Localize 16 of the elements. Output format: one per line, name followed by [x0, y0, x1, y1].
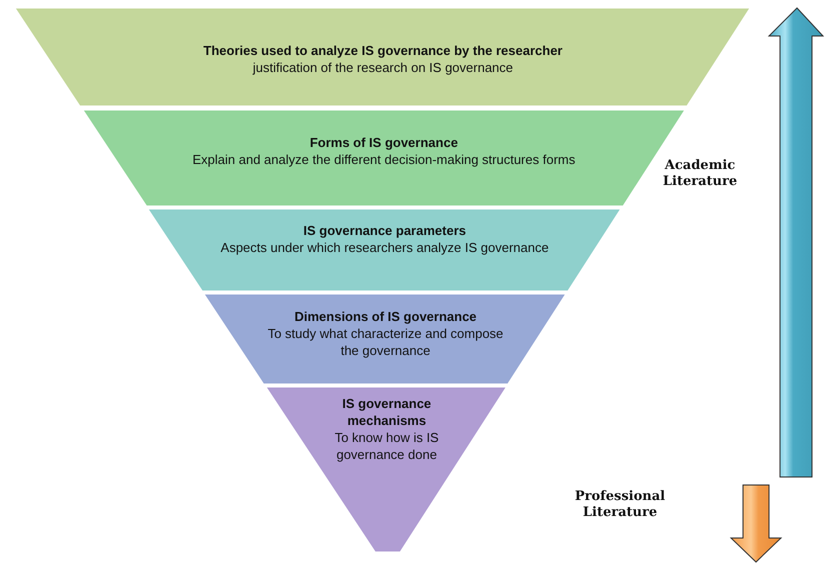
axis-label: Academic Literature [662, 158, 738, 190]
pyramid-tier [15, 8, 750, 106]
tier-heading: IS governance mechanisms [341, 395, 432, 429]
tier-description: justification of the research on IS governance [252, 59, 514, 76]
axis-label: Professional Literature [574, 489, 666, 521]
tier-description: To know how is IS governance done [334, 429, 440, 463]
pyramid-tier [266, 387, 506, 552]
tier-heading: IS governance parameters [302, 222, 467, 239]
tier-heading: Forms of IS governance [308, 134, 459, 151]
pyramid-tier [148, 209, 621, 291]
tier-description: To study what characterize and compose the governance [266, 325, 504, 359]
tier-heading: Dimensions of IS governance [293, 308, 478, 325]
tier-description: Aspects under which researchers analyze IS governance [220, 239, 550, 256]
pyramid-tier [204, 294, 566, 384]
tier-heading: Theories used to analyze IS governance by the researcher [202, 42, 564, 59]
tier-description: Explain and analyze the different decision-making structures forms [192, 151, 576, 168]
